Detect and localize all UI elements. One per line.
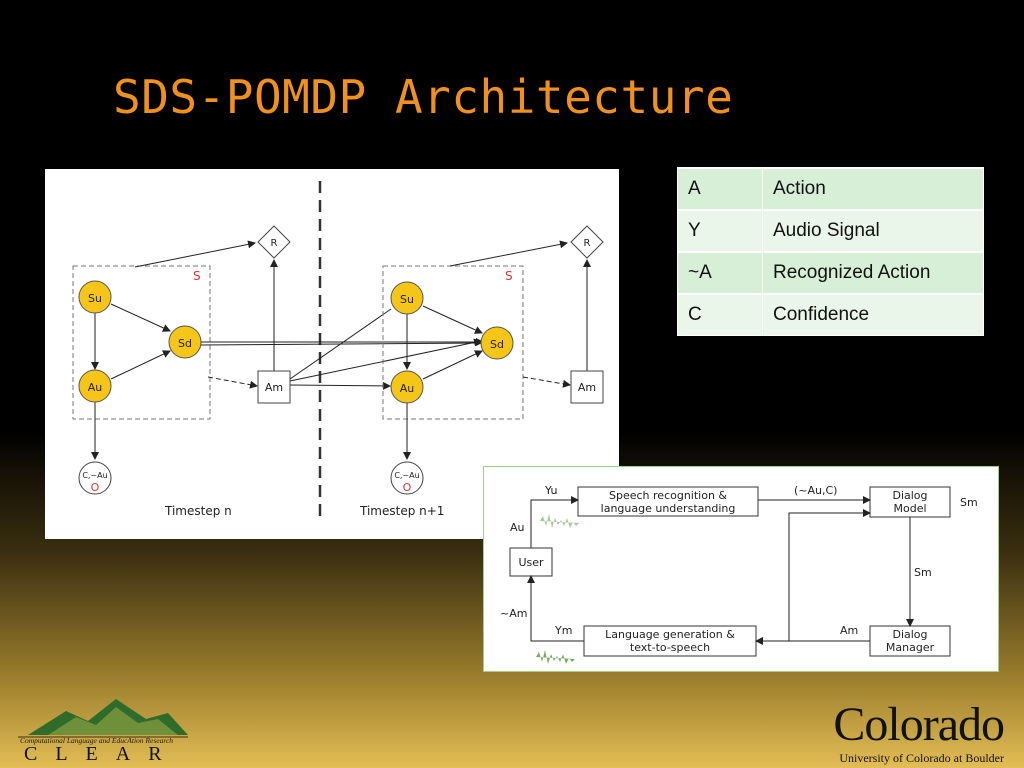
clear-tagline: Computational Language and EducAtion Res…	[20, 736, 174, 745]
tts-box: Language generation & text-to-speech	[583, 625, 757, 657]
svg-text:Am: Am	[578, 381, 596, 394]
audio-wave-icon	[536, 650, 575, 664]
table-value: Recognized Action	[762, 251, 984, 295]
svg-text:Su: Su	[400, 293, 414, 306]
dialog-flow-diagram: Speech recognition & language understand…	[483, 466, 999, 672]
label-am: Am	[840, 624, 858, 637]
svg-text:Dialog: Dialog	[892, 489, 927, 502]
svg-text:Au: Au	[400, 382, 415, 395]
dialog-flow-svg: Speech recognition & language understand…	[500, 484, 978, 664]
state-label-left: S	[193, 269, 201, 283]
colorado-subtitle: University of Colorado at Boulder	[839, 751, 1004, 765]
label-ym: Ym	[554, 624, 572, 637]
table-value: Confidence	[762, 293, 984, 336]
label-au: Au	[510, 521, 525, 534]
svg-text:C,~Au: C,~Au	[394, 471, 419, 480]
svg-text:User: User	[518, 556, 544, 569]
table-row: A Action	[677, 167, 984, 211]
table-key: C	[677, 293, 763, 336]
svg-text:C,~Au: C,~Au	[82, 471, 107, 480]
table-key: ~A	[677, 251, 763, 295]
svg-text:Sd: Sd	[178, 337, 192, 350]
node-au-left: Au	[78, 369, 112, 403]
table-row: ~A Recognized Action	[677, 251, 984, 295]
table-row: Y Audio Signal	[677, 209, 984, 253]
slide-title: SDS-POMDP Architecture	[113, 70, 734, 124]
node-observation-right: C,~Au O	[390, 461, 424, 495]
label-yu: Yu	[544, 484, 557, 497]
svg-text:Speech recognition &: Speech recognition &	[609, 489, 727, 502]
table-value: Audio Signal	[762, 209, 984, 253]
pomdp-diagram-svg: S Su Sd Au Am	[72, 181, 604, 519]
user-box: User	[509, 547, 553, 577]
table-key: A	[677, 167, 763, 211]
timestep-n-label: Timestep n	[164, 504, 232, 518]
dialog-manager-box: Dialog Manager	[869, 625, 951, 657]
clear-logo: Computational Language and EducAtion Res…	[18, 693, 188, 765]
node-sd-right: Sd	[480, 326, 514, 360]
node-reward-right: R	[570, 225, 604, 259]
svg-text:Am: Am	[265, 381, 283, 394]
svg-text:text-to-speech: text-to-speech	[630, 641, 710, 654]
svg-text:Sd: Sd	[490, 338, 504, 351]
node-sd-left: Sd	[168, 325, 202, 359]
label-am-tilde: ~Am	[500, 607, 527, 620]
table-value: Action	[762, 167, 984, 211]
state-label-right: S	[505, 269, 513, 283]
node-reward-left: R	[257, 225, 291, 259]
svg-text:Model: Model	[893, 502, 926, 515]
svg-text:O: O	[403, 481, 412, 494]
svg-text:Dialog: Dialog	[892, 628, 927, 641]
svg-text:Su: Su	[88, 292, 102, 305]
svg-text:Language generation &: Language generation &	[605, 628, 735, 641]
label-sm-down: Sm	[914, 566, 932, 579]
svg-text:Au: Au	[88, 381, 103, 394]
dialog-model-box: Dialog Model	[869, 486, 951, 518]
legend-table: A Action Y Audio Signal ~A Recognized Ac…	[677, 167, 984, 336]
audio-wave-icon	[540, 514, 579, 528]
node-am-left: Am	[257, 370, 291, 404]
clear-wordmark: CLEAR	[24, 743, 180, 765]
mountains-icon	[18, 699, 188, 738]
node-au-right: Au	[390, 370, 424, 404]
colorado-logo: Colorado University of Colorado at Bould…	[826, 698, 1016, 767]
state-box-right	[382, 265, 524, 420]
svg-text:O: O	[91, 481, 100, 494]
label-au-c: (~Au,C)	[794, 484, 837, 497]
svg-text:language understanding: language understanding	[601, 502, 736, 515]
asr-box: Speech recognition & language understand…	[577, 486, 759, 517]
svg-text:Manager: Manager	[886, 641, 935, 654]
table-row: C Confidence	[677, 293, 984, 336]
svg-text:R: R	[271, 238, 278, 249]
node-observation-left: C,~Au O	[78, 461, 112, 495]
timestep-n1-label: Timestep n+1	[359, 504, 444, 518]
colorado-wordmark: Colorado	[833, 698, 1005, 751]
node-am-right: Am	[570, 370, 604, 404]
table-key: Y	[677, 209, 763, 253]
label-sm-right: Sm	[960, 496, 978, 509]
pomdp-diagram: S Su Sd Au Am	[45, 169, 619, 539]
svg-text:R: R	[584, 238, 591, 249]
node-su-right: Su	[390, 281, 424, 315]
node-su-left: Su	[78, 280, 112, 314]
